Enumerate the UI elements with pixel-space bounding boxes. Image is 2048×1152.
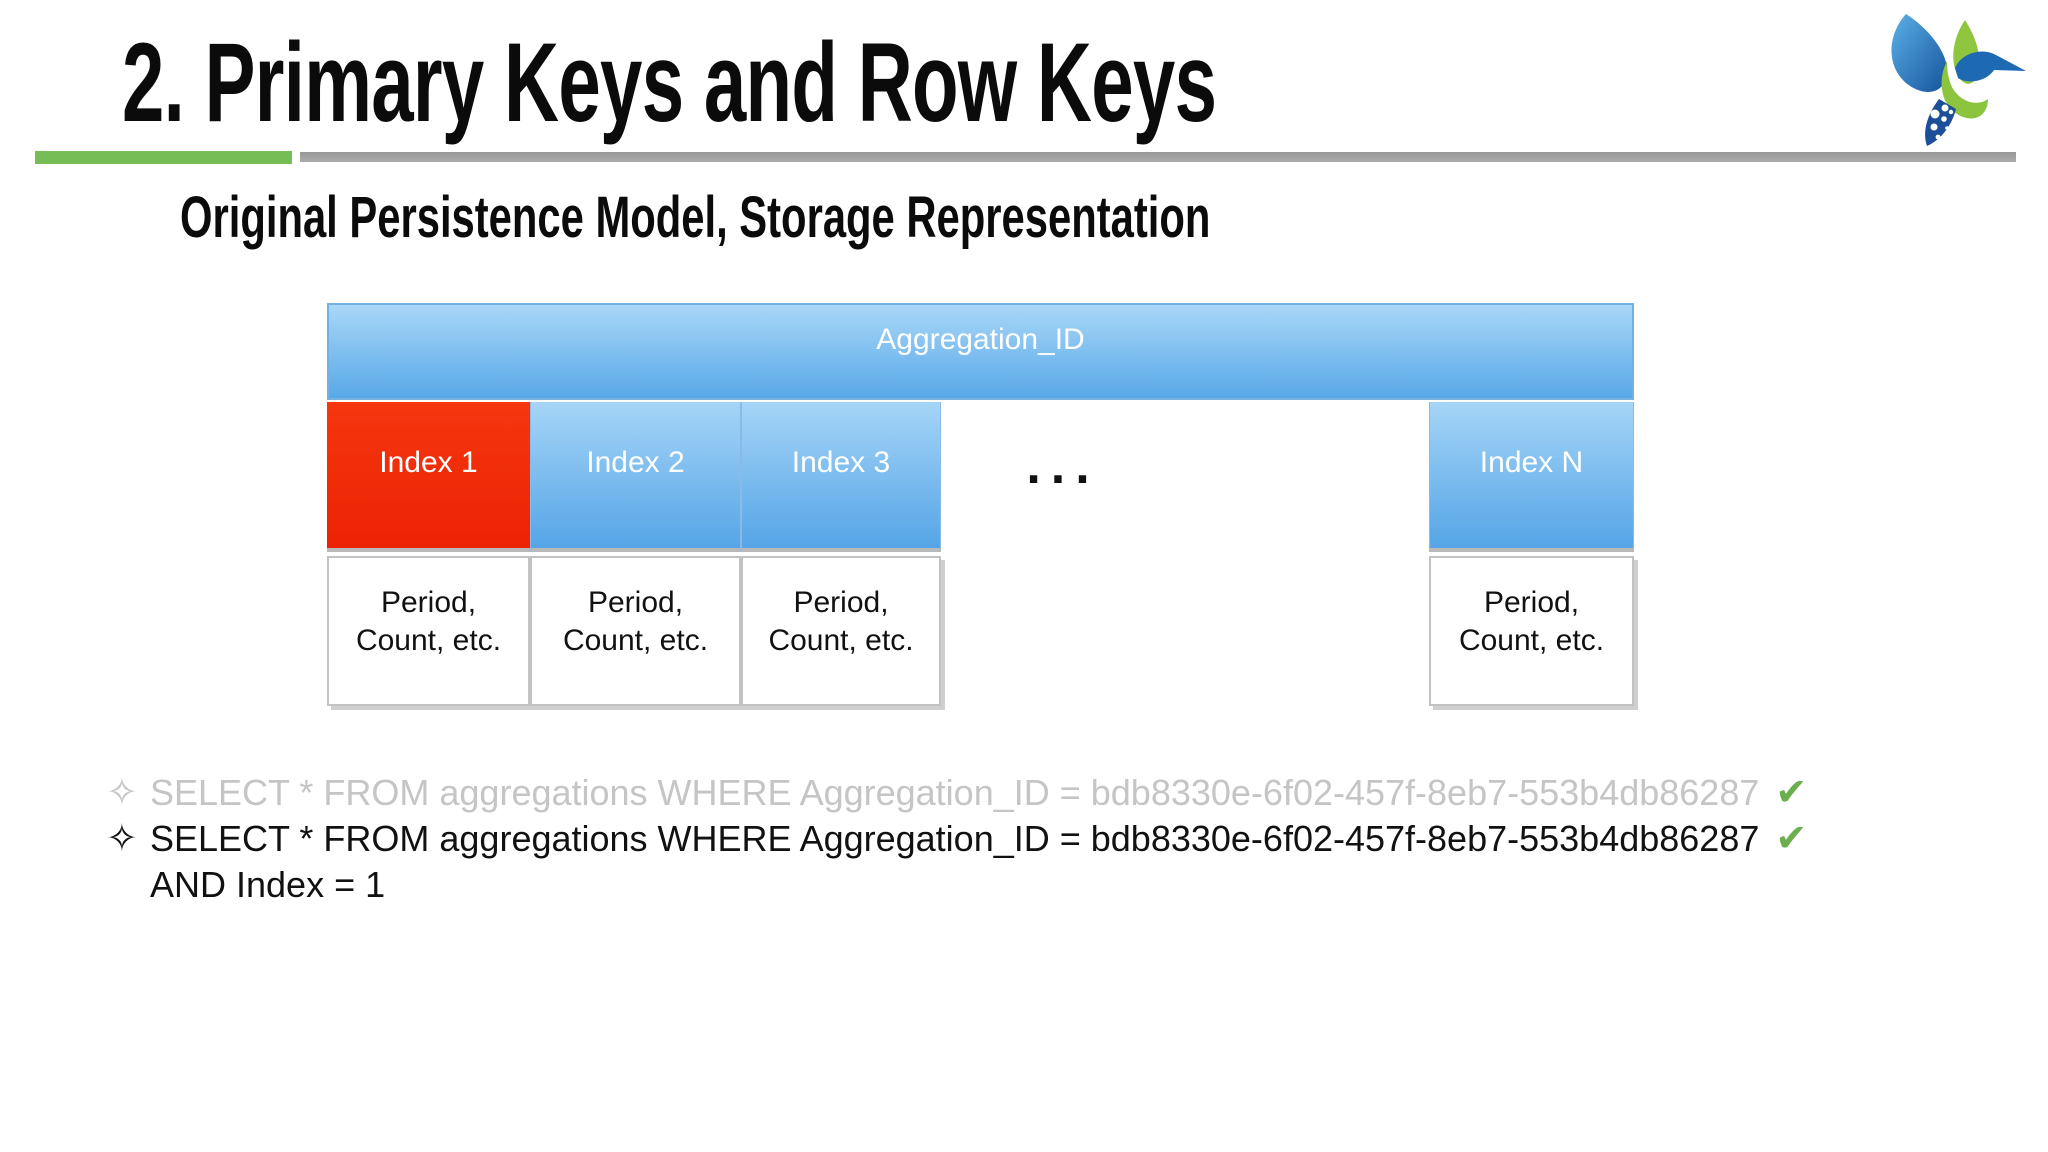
four-pointed-star-bullet-icon: ✧ (106, 818, 138, 860)
query-line-single-row: ✧ SELECT * FROM aggregations WHERE Aggre… (106, 816, 1807, 908)
query-text: SELECT * FROM aggregations WHERE Aggrega… (150, 818, 1760, 859)
four-pointed-star-bullet-icon: ✧ (106, 772, 138, 814)
index-1-cell: Index 1 (327, 402, 530, 552)
value-cell-line1: Period, (1483, 586, 1580, 619)
value-cell-line1: Period, (380, 586, 477, 619)
query-body: SELECT * FROM aggregations WHERE Aggrega… (150, 816, 1807, 908)
page-title: 2. Primary Keys and Row Keys (122, 20, 1217, 145)
value-cell-line2: Count, etc. (355, 624, 502, 657)
index-n-cell: Index N (1429, 402, 1634, 552)
index-2-label: Index 2 (586, 446, 685, 479)
query-text: SELECT * FROM aggregations WHERE Aggrega… (150, 772, 1760, 813)
check-icon: ✔ (1775, 818, 1808, 860)
value-cell-n: Period, Count, etc. (1429, 556, 1634, 706)
aggregation-id-label: Aggregation_ID (876, 323, 1085, 356)
check-icon: ✔ (1775, 772, 1808, 814)
value-cell-line2: Count, etc. (562, 624, 709, 657)
aggregation-id-header-cell: Aggregation_ID (327, 303, 1634, 400)
slide-subtitle: Original Persistence Model, Storage Repr… (180, 185, 1211, 250)
query-line-all-rows: ✧ SELECT * FROM aggregations WHERE Aggre… (106, 770, 1807, 816)
value-cell-3: Period, Count, etc. (741, 556, 941, 706)
value-cell-line1: Period, (587, 586, 684, 619)
title-underline (300, 152, 2016, 162)
index-3-label: Index 3 (791, 446, 891, 479)
index-1-label: Index 1 (379, 446, 478, 479)
query-continuation: AND Index = 1 (150, 864, 386, 905)
index-ellipsis: ... (1026, 437, 1100, 495)
value-cell-1: Period, Count, etc. (327, 556, 530, 706)
hummingbird-logo-icon (1891, 14, 2026, 146)
query-list: ✧ SELECT * FROM aggregations WHERE Aggre… (106, 770, 1807, 908)
index-n-label: Index N (1479, 446, 1584, 479)
value-cell-2: Period, Count, etc. (530, 556, 741, 706)
index-2-cell: Index 2 (530, 402, 741, 552)
value-cell-line2: Count, etc. (768, 624, 914, 657)
index-3-cell: Index 3 (741, 402, 941, 552)
value-cell-line1: Period, (793, 586, 889, 619)
title-underline-accent (35, 151, 292, 164)
value-cell-line2: Count, etc. (1458, 624, 1605, 657)
